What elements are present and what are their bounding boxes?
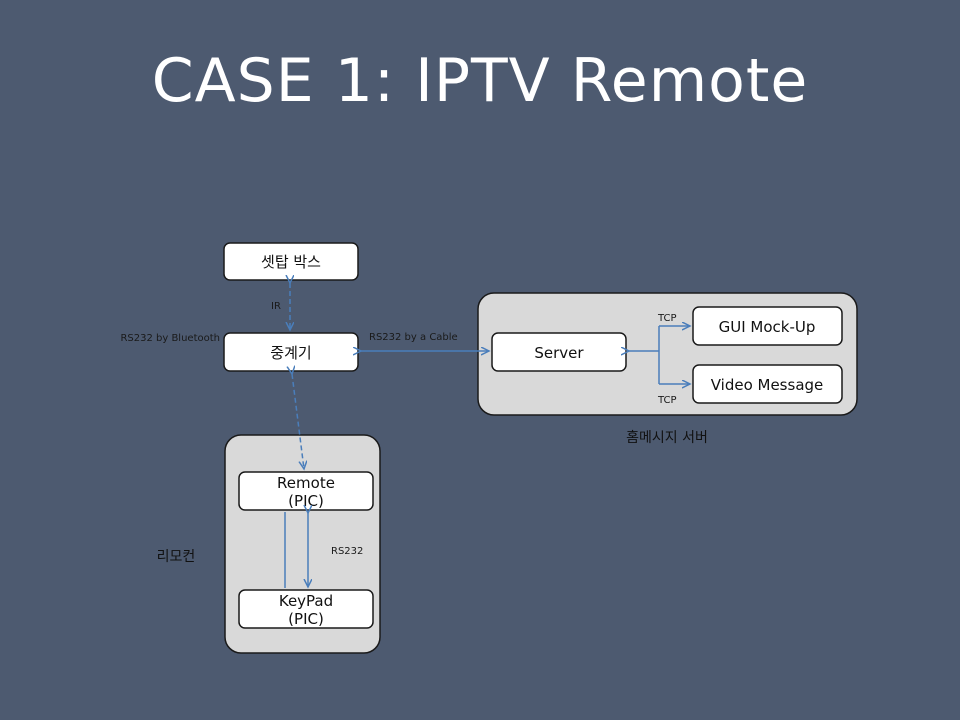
server-label: Server	[534, 344, 584, 362]
settop-box-node: 셋탑 박스	[223, 242, 359, 281]
bluetooth-label: RS232 by Bluetooth	[120, 333, 220, 344]
relay-node: 중계기	[223, 332, 359, 372]
keypad-label: KeyPad	[279, 592, 333, 610]
settop-box-label: 셋탑 박스	[261, 253, 321, 271]
remote-pic-node: Remote (PIC)	[238, 471, 374, 511]
slide-title: CASE 1: IPTV Remote	[151, 46, 809, 116]
home-server-group-label: 홈메시지 서버	[626, 430, 708, 446]
ir-label: IR	[271, 301, 281, 312]
remote-label: Remote	[277, 474, 335, 492]
keypad-sub-label: (PIC)	[288, 610, 324, 628]
gui-mockup-label: GUI Mock-Up	[719, 318, 816, 336]
relay-label: 중계기	[270, 344, 311, 362]
rs232-label: RS232	[331, 546, 363, 557]
remote-control-group-label: 리모컨	[157, 549, 196, 565]
cable-label: RS232 by a Cable	[369, 332, 458, 343]
keypad-pic-node: KeyPad (PIC)	[238, 589, 374, 629]
gui-mockup-node: GUI Mock-Up	[692, 306, 843, 346]
remote-sub-label: (PIC)	[288, 492, 324, 510]
tcp-bottom-label: TCP	[657, 395, 677, 406]
tcp-top-label: TCP	[657, 313, 677, 324]
server-branch-link	[629, 326, 660, 384]
server-node: Server	[491, 332, 627, 372]
video-message-node: Video Message	[692, 364, 843, 404]
video-message-label: Video Message	[711, 376, 824, 394]
